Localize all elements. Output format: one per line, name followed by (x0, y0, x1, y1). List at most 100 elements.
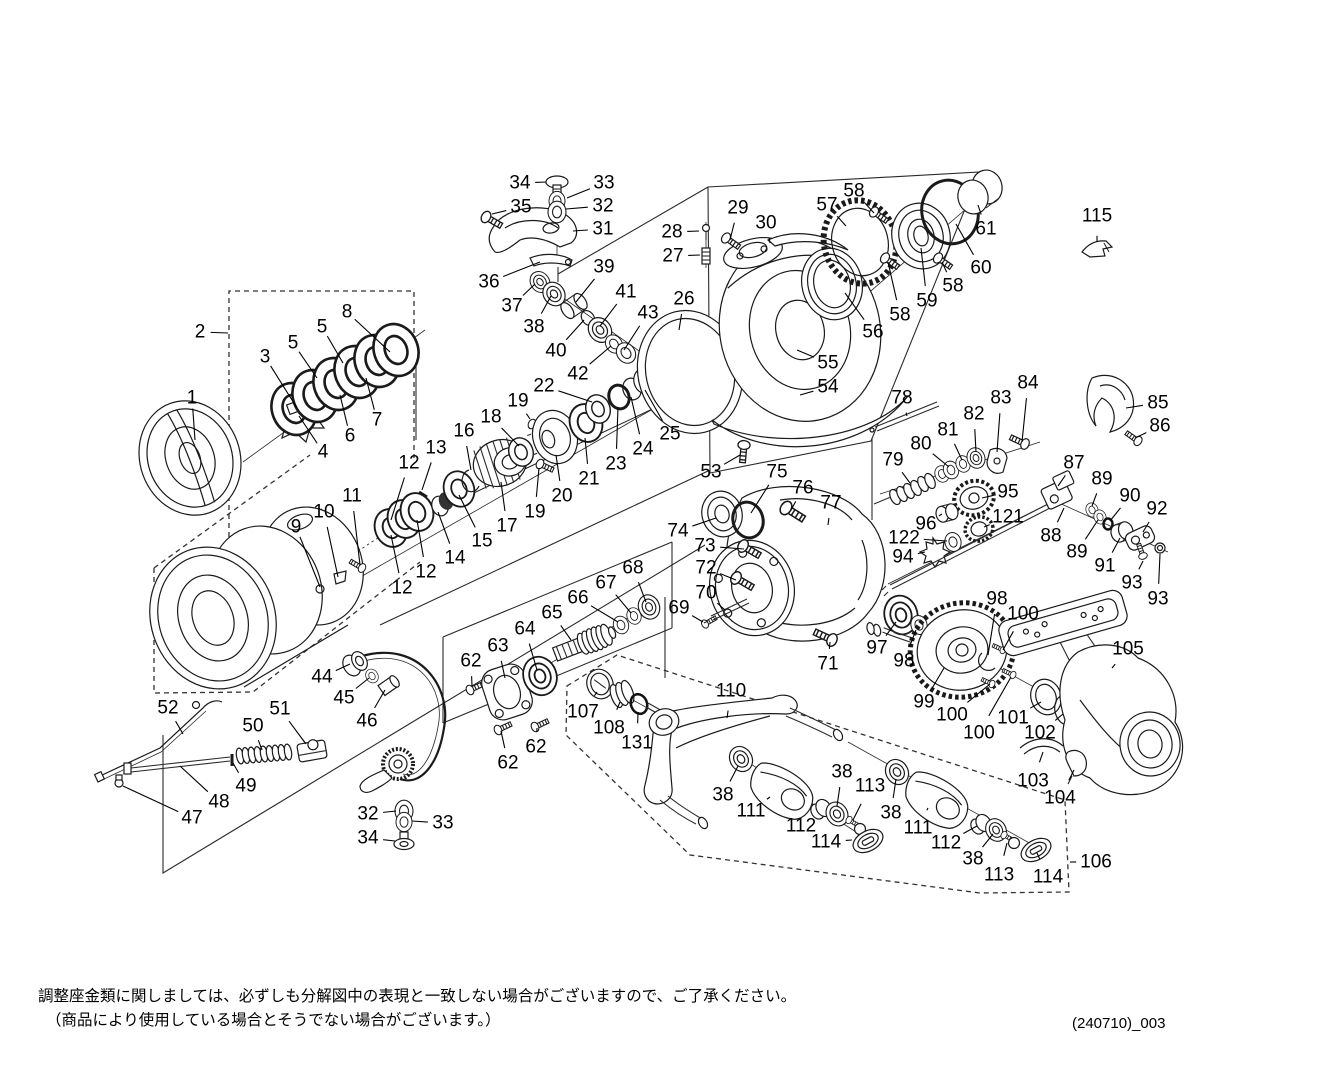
leader-line (1111, 663, 1116, 669)
part-callout: 28 (661, 222, 682, 243)
part-callout: 53 (700, 462, 721, 483)
leader-line (1158, 553, 1161, 584)
leader-line (723, 454, 741, 465)
leader-line (799, 390, 814, 396)
leader-line (836, 215, 847, 227)
part-callout: 98 (986, 589, 1007, 610)
leader-line (437, 511, 451, 544)
part-callout: 19 (524, 502, 545, 523)
part-callout: 100 (1007, 604, 1039, 625)
part-callout: 98 (893, 651, 914, 672)
part-callout: 17 (496, 516, 517, 537)
part-callout: 131 (621, 733, 653, 754)
leader-line (623, 325, 641, 351)
part-callout: 60 (970, 258, 991, 279)
handle-drawing (586, 668, 844, 830)
leader-line (720, 546, 745, 550)
leader-line (383, 810, 397, 813)
leader-line (726, 710, 729, 719)
part-callout: 111 (904, 818, 933, 839)
leader-line (466, 445, 472, 471)
pinion-clutch-drawing (869, 401, 1032, 569)
leader-line (491, 210, 507, 215)
part-callout: 47 (181, 808, 202, 829)
leader-line (298, 351, 318, 379)
clutch-lever-104 (1065, 749, 1087, 777)
leader-line (729, 222, 735, 241)
part-callout: 10 (313, 502, 334, 523)
leader-line (339, 394, 349, 426)
leader-line (593, 691, 598, 697)
leader-line (908, 629, 917, 648)
leader-line (988, 676, 1012, 717)
leader-line (298, 415, 318, 444)
leader-line (1036, 852, 1041, 860)
leader-line (982, 833, 994, 848)
part-callout: 20 (551, 486, 572, 507)
part-callout: 12 (398, 453, 419, 474)
part-callout: 75 (766, 462, 787, 483)
bail-trip-guard (766, 233, 849, 251)
handle-knob-right-drawing (880, 754, 1052, 863)
leader-line (288, 720, 307, 745)
leader-line (766, 796, 771, 800)
part-callout: 34 (357, 828, 379, 849)
part-callout: 103 (1017, 771, 1049, 792)
part-callout: 72 (695, 558, 716, 579)
leader-line (1021, 398, 1028, 443)
part-callout: 89 (1091, 469, 1112, 490)
part-callout: 43 (637, 303, 658, 324)
part-callout: 83 (990, 388, 1011, 409)
part-callout: 12 (415, 562, 436, 583)
part-callout: 3 (260, 347, 271, 368)
part-callout: 58 (843, 181, 864, 202)
leader-line (540, 295, 552, 314)
leader-line (716, 602, 726, 611)
part-callout: 12 (391, 578, 412, 599)
part-callout: 35 (510, 197, 531, 218)
part-callout: 49 (235, 776, 256, 797)
part-callout: 91 (1094, 556, 1115, 577)
part-callout: 78 (891, 388, 912, 409)
part-callout: 57 (816, 195, 837, 216)
leader-line (938, 513, 943, 517)
leader-line (719, 573, 737, 581)
leader-line (383, 839, 396, 842)
leader-line (852, 803, 862, 821)
leader-line (615, 406, 619, 449)
part-callout: 94 (892, 547, 914, 568)
leader-line (411, 820, 428, 823)
leader-line (1111, 537, 1121, 553)
part-callout: 121 (992, 507, 1024, 528)
part-callout: 84 (1017, 373, 1039, 394)
leader-line (232, 762, 239, 774)
leader-line (844, 292, 865, 320)
gearbox-body-drawing (699, 485, 886, 649)
leader-line (192, 408, 196, 441)
bail-arm-drawing (478, 175, 578, 267)
part-callout: 77 (820, 493, 841, 514)
part-callout: 122 (888, 528, 920, 549)
leader-line (528, 643, 538, 671)
leader-line (790, 501, 797, 511)
part-callout: 39 (593, 257, 614, 278)
part-callout: 92 (1146, 499, 1167, 520)
part-callout: 93 (1147, 589, 1168, 610)
bracket-115-drawing (1081, 240, 1114, 258)
leader-line (1057, 475, 1066, 487)
part-callout: 45 (333, 688, 354, 709)
part-callout: 48 (208, 792, 229, 813)
leader-line (500, 730, 506, 749)
part-callout: 29 (727, 198, 748, 219)
part-callout: 21 (578, 469, 599, 490)
exploded-axis-lines (219, 176, 1169, 851)
part-callout: 62 (460, 651, 481, 672)
part-callout: 82 (963, 404, 984, 425)
part-callout: 105 (1112, 639, 1144, 660)
part-callout: 36 (478, 272, 499, 293)
friction-spring-103 (1019, 738, 1064, 755)
part-callout: 37 (501, 296, 522, 317)
leader-line (644, 389, 663, 422)
part-callout: 11 (342, 486, 362, 507)
